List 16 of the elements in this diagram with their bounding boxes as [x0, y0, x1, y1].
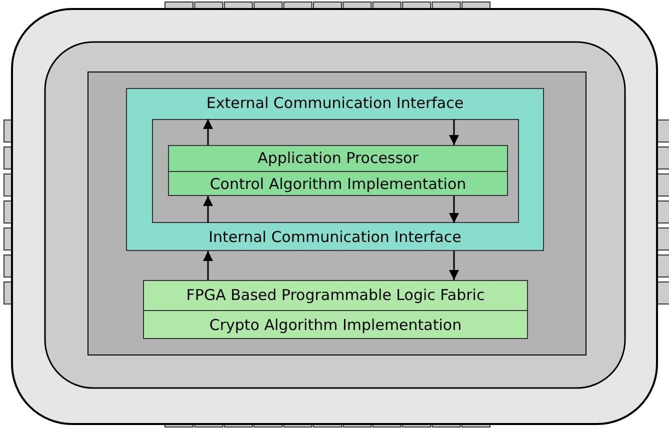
processor-container [152, 119, 519, 223]
block-label: Crypto Algorithm Implementation [209, 316, 462, 334]
processor-box [168, 145, 508, 196]
interface-label: Internal Communication Interface [208, 228, 462, 246]
arrow [203, 196, 213, 223]
arrow [449, 251, 459, 280]
block-label: Control Algorithm Implementation [210, 174, 466, 192]
arrow [449, 119, 459, 145]
arrow [203, 251, 213, 280]
block-label: Application Processor [258, 149, 418, 167]
block-label: FPGA Based Programmable Logic Fabric [186, 286, 485, 304]
fabric-box [143, 280, 528, 339]
arrow [203, 119, 213, 145]
arrow [449, 196, 459, 223]
interface-box [126, 88, 544, 251]
interface-label: External Communication Interface [205, 94, 465, 112]
